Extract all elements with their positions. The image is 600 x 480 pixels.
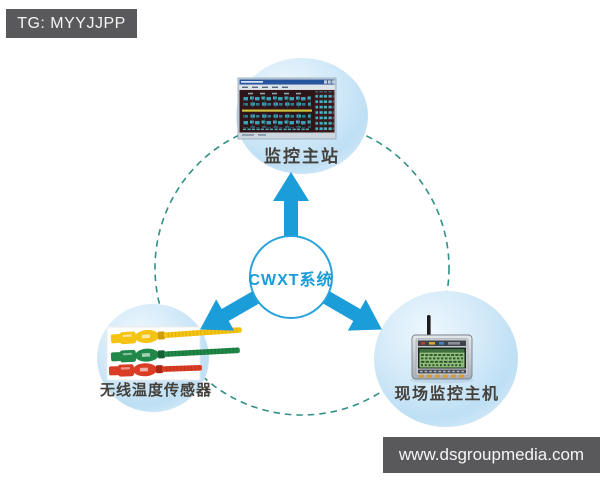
- sensor-red: [108, 363, 202, 377]
- sensor-yellow: [110, 327, 242, 345]
- device-antenna: [427, 315, 431, 338]
- center-system-circle: [249, 235, 333, 319]
- field-host-device-image: [410, 315, 474, 384]
- sensor-green: [110, 347, 240, 363]
- scada-right-column: [315, 91, 334, 130]
- scada-screenshot-image: [237, 77, 337, 140]
- label-temperature-sensors: 无线温度传感器: [99, 382, 212, 399]
- corner-tag: TG: MYYJJPP: [6, 9, 137, 38]
- scada-yellow-bus-line: [242, 109, 312, 112]
- scada-title-bar: [239, 79, 335, 85]
- scada-status-bar: [239, 132, 335, 138]
- arrow-to-monitor-station: [273, 172, 309, 241]
- arrow-to-temperature-sensors: [200, 288, 264, 331]
- arrow-to-field-host: [318, 288, 382, 331]
- arrows: [200, 172, 382, 331]
- label-field-host: 现场监控主机: [394, 386, 500, 403]
- temperature-sensors-image: [106, 326, 242, 381]
- corner-tag-label: TG: MYYJJPP: [17, 14, 126, 32]
- watermark-url: www.dsgroupmedia.com: [398, 445, 585, 464]
- label-monitor-station: 监控主站: [264, 147, 340, 166]
- center-system-label: CWXT系统: [248, 272, 334, 289]
- watermark-bar: www.dsgroupmedia.com: [383, 437, 600, 473]
